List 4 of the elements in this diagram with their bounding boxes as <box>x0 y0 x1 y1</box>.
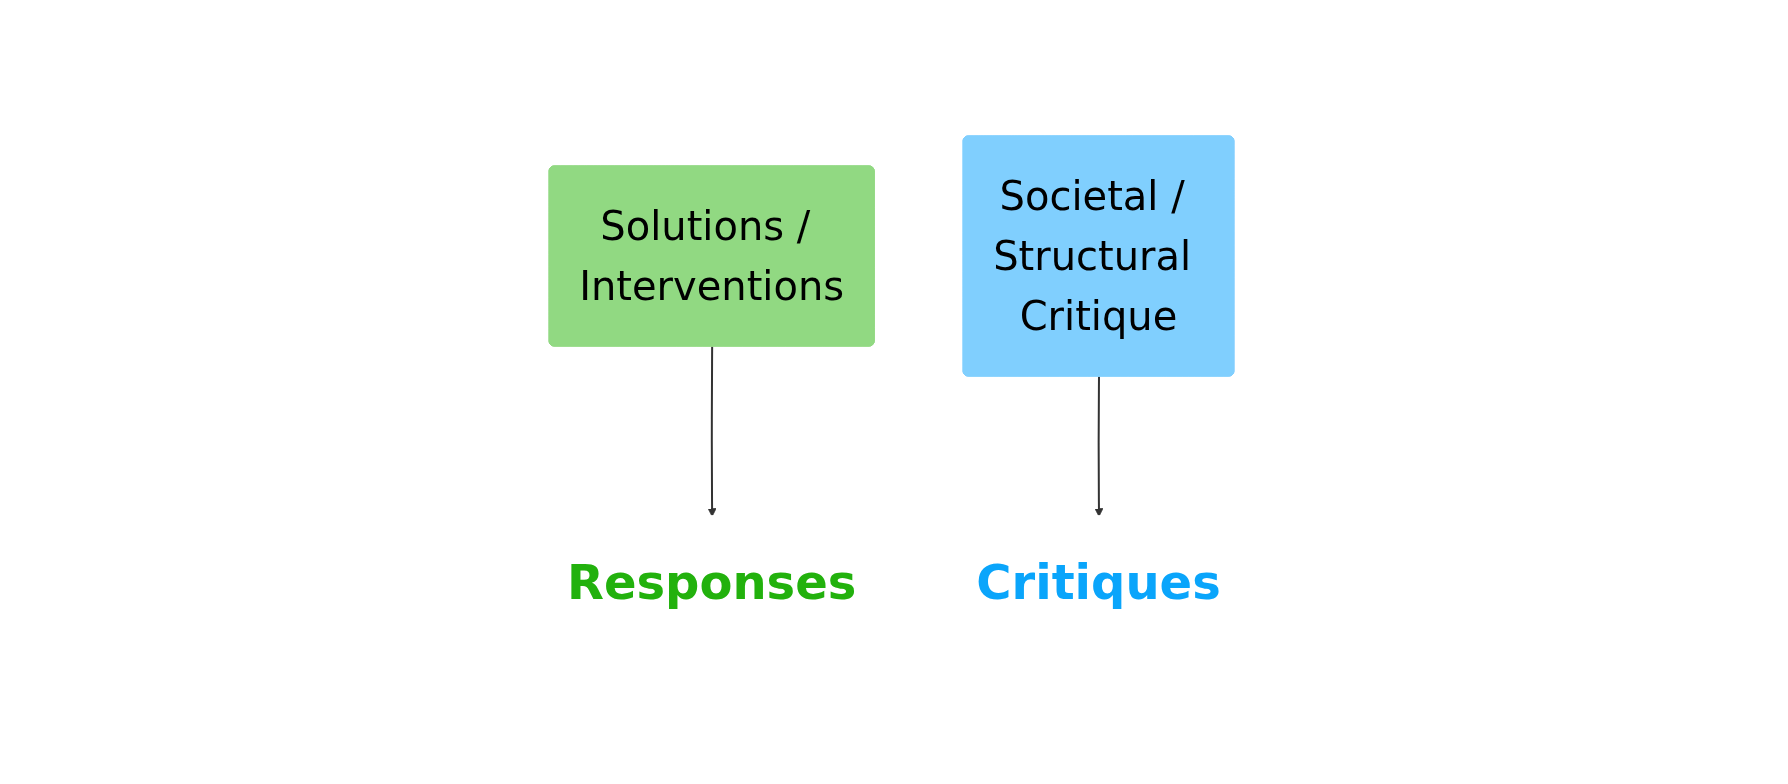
node-text: Responses <box>567 554 857 610</box>
arrow <box>1094 375 1104 517</box>
node-text: Critiques <box>976 554 1221 610</box>
arrow <box>707 345 717 517</box>
